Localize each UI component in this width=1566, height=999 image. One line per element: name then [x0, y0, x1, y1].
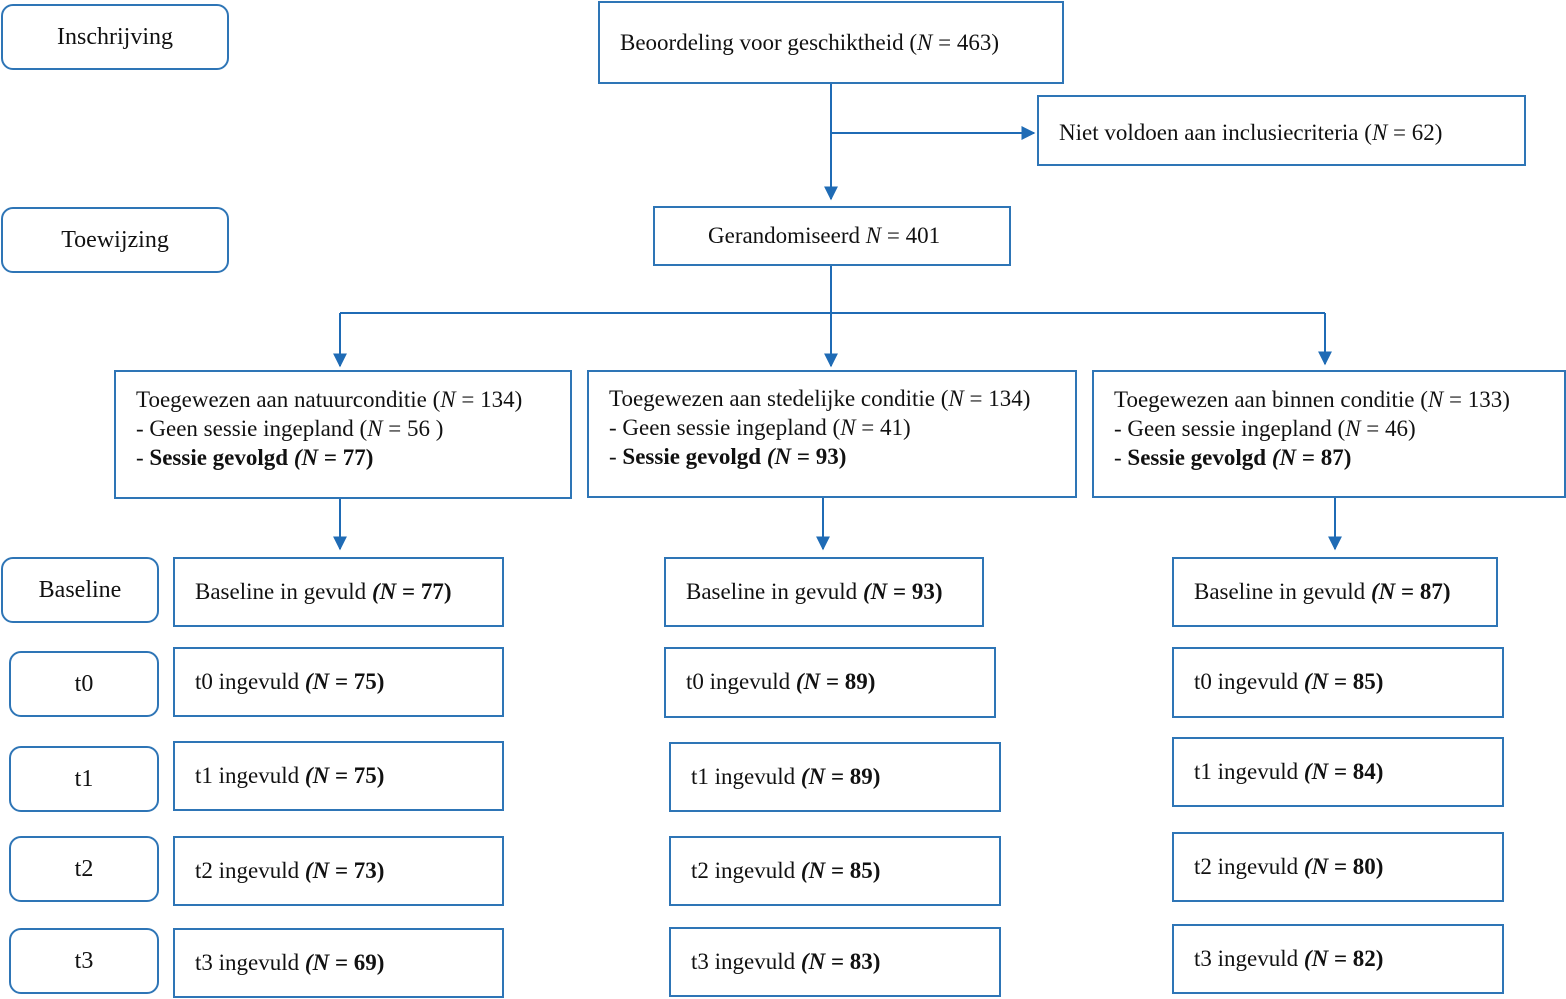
arm-2-t2: t2 ingevuld (N = 85) [669, 836, 1001, 906]
stage-t3: t3 [9, 928, 159, 994]
arm-1-assignment: Toegewezen aan natuurconditie (N = 134) … [114, 370, 572, 499]
arm-3-t2: t2 ingevuld (N = 80) [1172, 832, 1504, 902]
arm-2-baseline: Baseline in gevuld (N = 93) [664, 557, 984, 627]
eligibility-box: Beoordeling voor geschiktheid (N = 463) [598, 1, 1064, 84]
stage-enrollment: Inschrijving [1, 4, 229, 70]
randomized-box: Gerandomiseerd N = 401 [653, 206, 1011, 266]
eligibility-line: Beoordeling voor geschiktheid (N = 463) [620, 30, 1000, 55]
arm-3-assignment: Toegewezen aan binnen conditie (N = 133)… [1092, 370, 1566, 498]
randomized-line: Gerandomiseerd N = 401 [708, 223, 941, 248]
arm-2-t0: t0 ingevuld (N = 89) [664, 647, 996, 718]
stage-t2: t2 [9, 836, 159, 902]
arm-1-t2: t2 ingevuld (N = 73) [173, 836, 504, 906]
arm-3-t1: t1 ingevuld (N = 84) [1172, 737, 1504, 807]
stage-allocation: Toewijzing [1, 207, 229, 273]
arm-3-t3: t3 ingevuld (N = 82) [1172, 924, 1504, 994]
excluded-box: Niet voldoen aan inclusiecriteria (N = 6… [1037, 95, 1526, 166]
arm-2-t3: t3 ingevuld (N = 83) [669, 927, 1001, 997]
arm-2-assignment: Toegewezen aan stedelijke conditie (N = … [587, 370, 1077, 498]
excluded-line: Niet voldoen aan inclusiecriteria (N = 6… [1059, 120, 1443, 145]
arm-1-baseline: Baseline in gevuld (N = 77) [173, 557, 504, 627]
arm-1-t3: t3 ingevuld (N = 69) [173, 928, 504, 998]
arm-3-baseline: Baseline in gevuld (N = 87) [1172, 557, 1498, 627]
arm-2-t1: t1 ingevuld (N = 89) [669, 742, 1001, 812]
arm-3-t0: t0 ingevuld (N = 85) [1172, 647, 1504, 718]
arm-1-t1: t1 ingevuld (N = 75) [173, 741, 504, 811]
stage-baseline: Baseline [1, 557, 159, 623]
stage-t1: t1 [9, 746, 159, 812]
arm-1-t0: t0 ingevuld (N = 75) [173, 647, 504, 717]
stage-t0: t0 [9, 651, 159, 717]
